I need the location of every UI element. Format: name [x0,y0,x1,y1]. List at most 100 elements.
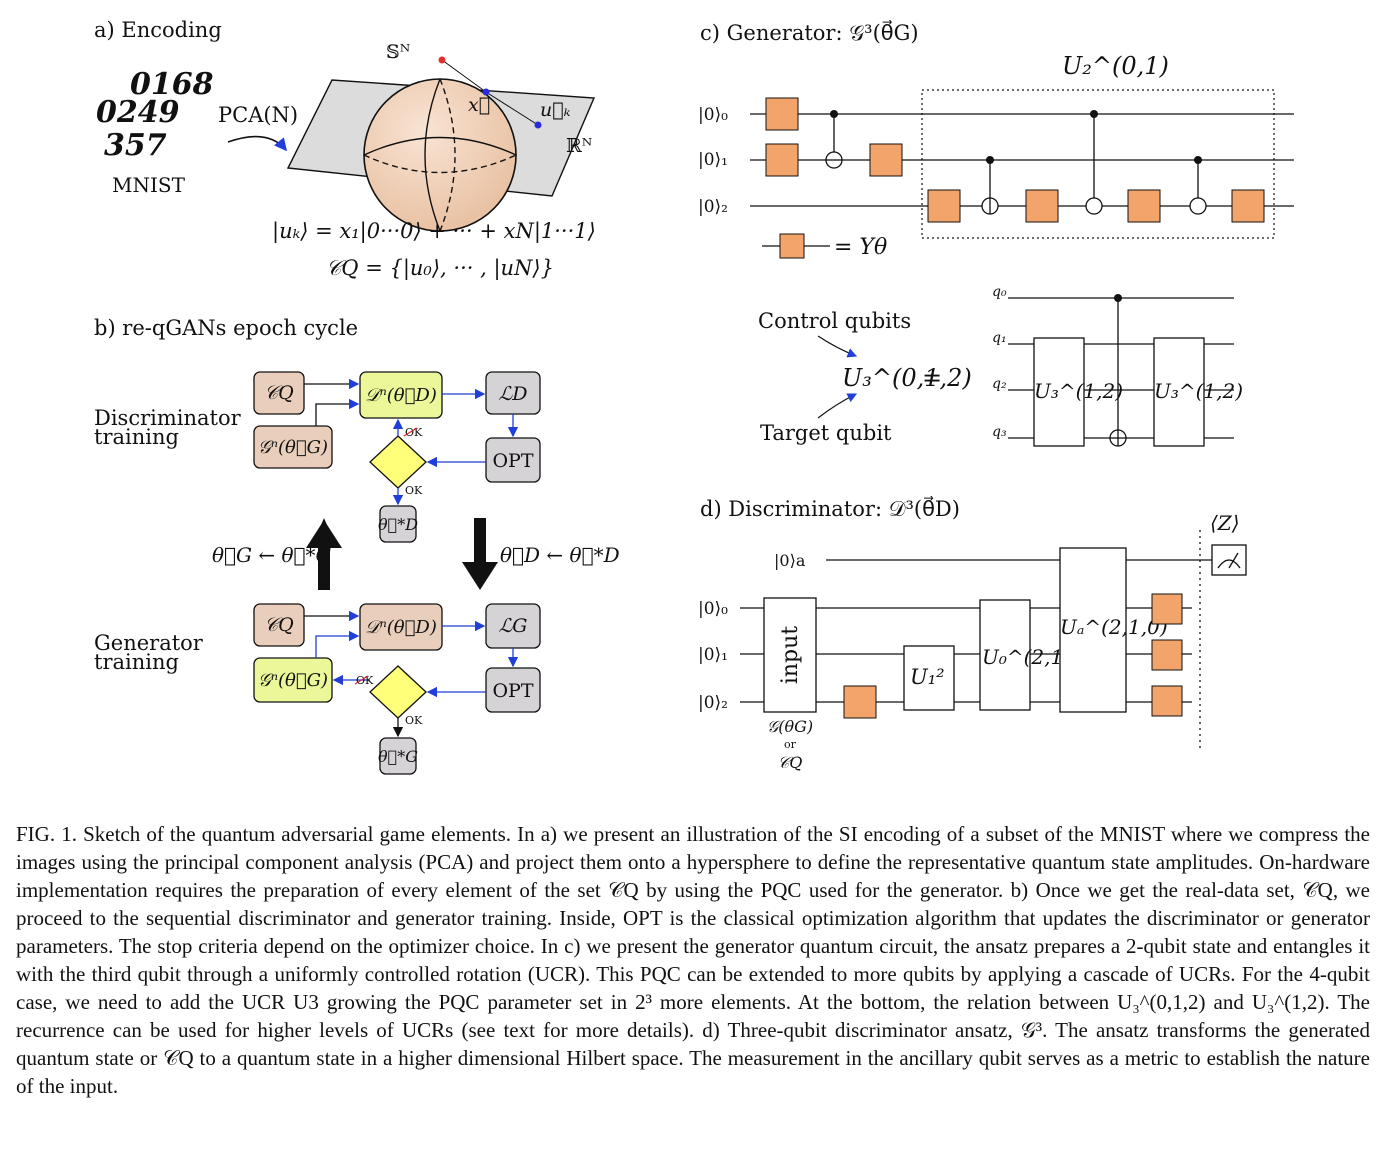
panel-b-epoch-cycle: b) re-qGANs epoch cycle Discriminator tr… [94,316,620,775]
u021-gate-label: U₀^(2,1) [982,645,1071,669]
panel-d-discriminator: d) Discriminator: 𝒟³(θ⃗D) ⟨Z⟩ |0⟩a |0⟩₀ … [698,496,1247,772]
figure-canvas: a) Encoding 0168 0249 357 MNIST PCA(N) 𝕊… [94,18,1294,775]
update-g-label: θ⃗G ← θ⃗*G [212,543,332,567]
theta-d-star-label: θ⃗*D [378,515,418,534]
mnist-digits-row3: 357 [104,128,167,163]
not-ok-strike-gen [354,675,369,685]
figure-caption: FIG. 1. Sketch of the quantum adversaria… [16,822,1370,1098]
disc-q2-label: |0⟩₂ [698,693,728,713]
ok-label-disc: OK [405,484,423,497]
ok-label-gen: OK [405,714,423,727]
arrow-gen-to-disc [315,398,360,426]
theta-g-star-box [379,737,417,775]
ucr-cnot1-control [986,156,994,164]
x-point [482,88,490,96]
mnist-label: MNIST [112,173,186,197]
disc-qa-label: |0⟩a [774,551,806,570]
up-arrow-shaft [318,540,330,590]
encoding-equation: |uₖ⟩ = x₁|0···0⟩ + ··· + xN|1···1⟩ [272,219,596,244]
control-arrow [817,335,858,358]
ucr-cnot2-control [1090,110,1098,118]
u2-block-label: U₂^(0,1) [1062,52,1169,80]
u3-gate-1-label: U₃^(1,2) [1034,379,1123,403]
opt-label-gen: OPT [492,680,533,702]
input-sub-cq: 𝒞Q [778,753,803,772]
disc-box-gen-label: 𝒟ⁿ(θ⃗D) [365,617,437,638]
u-point [534,121,542,129]
pca-label: PCA(N) [218,103,298,127]
panel-c-title: c) Generator: 𝒢³(θ⃗G) [700,20,919,45]
x-vector-label: x⃗ [468,94,490,116]
u3-lhs: U₃^(0,1,2) [842,364,972,392]
control-qubits-label: Control qubits [758,309,911,333]
not-ok-label-disc: OK [405,426,423,439]
gen-box-disc [253,425,333,469]
down-arrow-shaft [474,518,486,568]
u12-gate [903,645,955,711]
input-sub-g: 𝒢(θG) [767,717,813,736]
disc-training-label-1: Discriminator [94,406,242,430]
theta-g-star-label: θ⃗*G [378,747,418,766]
gen-box-disc-label: 𝒢ⁿ(θ⃗G) [258,437,328,458]
ucr-cnot3-control [1194,156,1202,164]
decision-diamond-gen [369,665,427,719]
gen-ygate-q1b [869,143,903,177]
not-ok-strike-disc [403,427,418,437]
target-arrow [817,393,858,419]
arrow-gen-to-disc-gen [315,630,360,658]
legend-ygate [779,233,805,259]
mnist-digits-row2: 0249 [96,95,180,130]
opt-box-gen [485,667,541,713]
target-qubit-label: Target qubit [760,421,892,445]
opt-box-disc [485,437,541,483]
u2-dotted-block [921,89,1275,239]
disc-training-label-2: training [94,425,179,449]
not-ok-label-gen: OK [356,674,374,687]
ua210-gate-label: Uₐ^(2,1,0) [1060,615,1168,639]
plane-label: ℝᴺ [566,135,592,157]
u-vector-label: u⃗ₖ [540,99,571,121]
disc-box-disc-label: 𝒟ⁿ(θ⃗D) [365,385,437,406]
u3-q3-label: q₃ [992,424,1007,440]
theta-d-star-box [379,505,417,543]
cnot1-control [830,110,838,118]
disc-box-gen [359,603,443,651]
u021-gate [979,599,1031,711]
measure-label: ⟨Z⟩ [1210,511,1240,535]
panel-a-encoding: a) Encoding 0168 0249 357 MNIST PCA(N) 𝕊… [94,18,596,281]
vector-line [441,59,487,93]
input-gate-label: input [778,626,803,684]
disc-q1-label: |0⟩₁ [698,645,728,665]
gen-q2-label: |0⟩₂ [698,197,728,217]
hypersphere [363,78,517,232]
ucr-ygate-4 [1231,189,1265,223]
gen-training-label-2: training [94,650,179,674]
cq-set-equation: 𝒞Q = {|u₀⟩, ··· , |uN⟩} [326,256,554,281]
measurement-meter [1211,544,1247,576]
gen-ygate-q0 [765,97,799,131]
u3-q0-label: q₀ [992,284,1007,300]
u-vector-line [485,91,539,126]
panel-d-title: d) Discriminator: 𝒟³(θ⃗D) [700,496,960,521]
cq-box-disc-label: 𝒞Q [264,382,293,404]
gen-ygate-q1 [765,143,799,177]
gen-q1-label: |0⟩₁ [698,150,728,170]
cq-box-disc [253,371,305,415]
sphere-equator-back [363,136,517,156]
gen-box-gen [253,657,333,703]
pca-arrow [227,135,288,152]
meter-icon [1217,559,1241,569]
ua210-gate [1059,547,1127,713]
opt-label-disc: OPT [492,450,533,472]
u3-gate-2-label: U₃^(1,2) [1154,379,1243,403]
mnist-digits-row1: 0168 [130,67,214,102]
input-sub-or: or [784,738,797,751]
ucr-ygate-2 [1025,189,1059,223]
u12-gate-label: U₁² [910,665,945,689]
disc-ygate-final-q2 [1151,685,1183,717]
decision-diamond-disc [369,435,427,489]
u3-q1-label: q₁ [992,330,1007,346]
input-gate [763,597,817,713]
update-d-label: θ⃗D ← θ⃗*D [500,543,620,567]
cq-box-gen-label: 𝒞Q [264,614,293,636]
